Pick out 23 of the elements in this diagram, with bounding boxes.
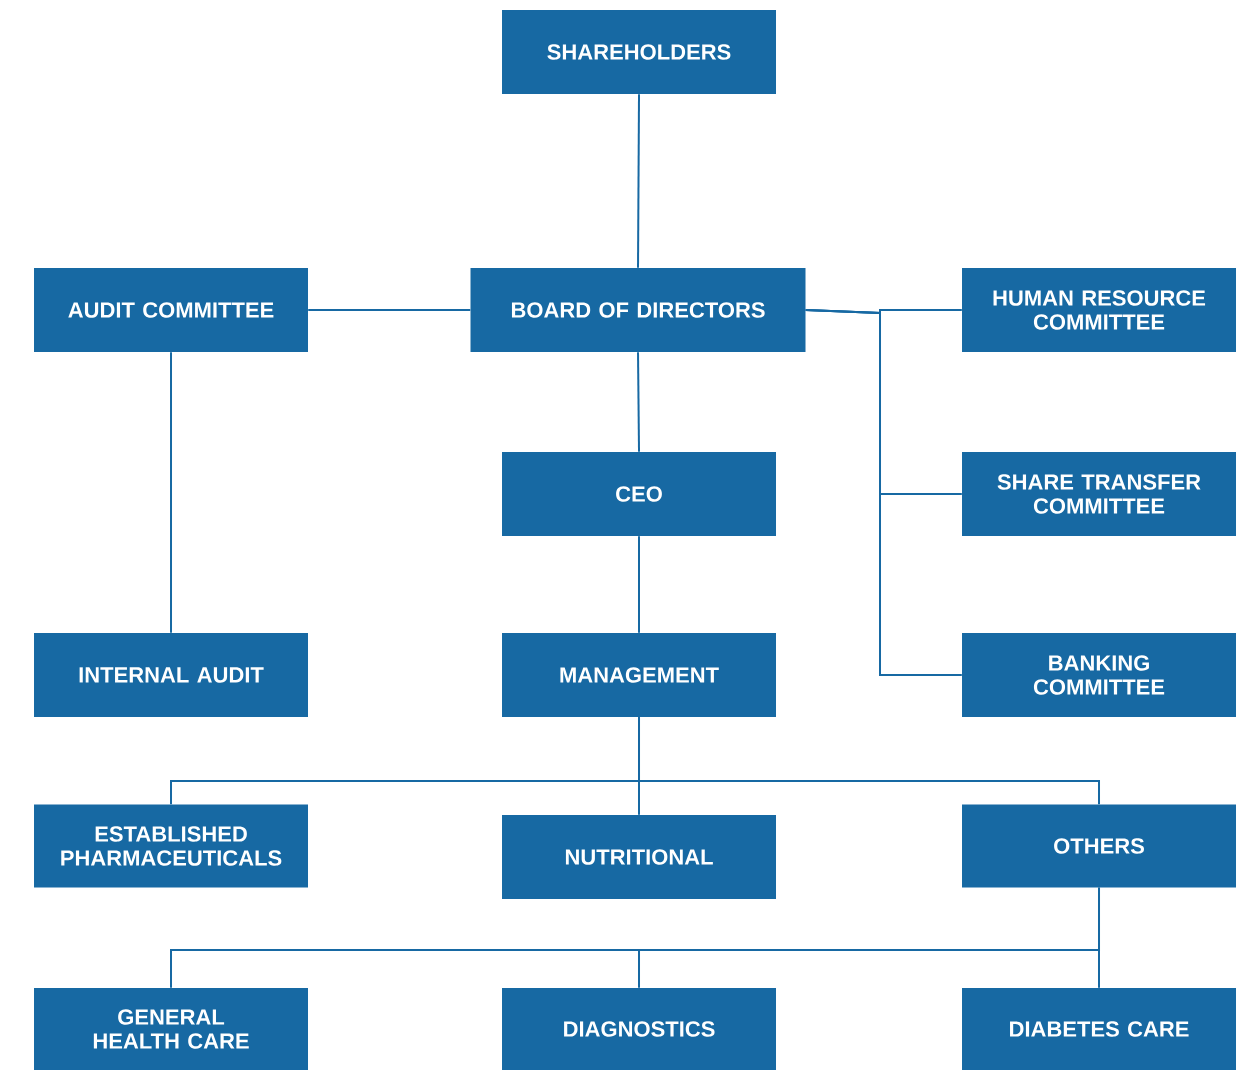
connector-line (638, 535, 640, 634)
org-box: SHARE TRANSFER COMMITTEE (962, 452, 1236, 536)
org-box: GENERAL HEALTH CARE (34, 988, 308, 1070)
org-box: INTERNAL AUDIT (34, 633, 308, 717)
org-box: HUMAN RESOURCE COMMITTEE (962, 268, 1236, 352)
connector-line (637, 93, 640, 269)
org-box: NUTRITIONAL (502, 815, 776, 899)
org-box: DIABETES CARE (962, 988, 1236, 1070)
org-box: AUDIT COMMITTEE (34, 268, 308, 352)
connector-line (638, 716, 1100, 806)
org-box: MANAGEMENT (502, 633, 776, 717)
org-box: ESTABLISHED PHARMACEUTICALS (34, 804, 308, 888)
org-box: OTHERS (962, 804, 1236, 888)
org-box: BANKING COMMITTEE (962, 633, 1236, 717)
connector-line (307, 309, 472, 311)
connector-line (170, 351, 172, 634)
connector-line (1098, 886, 1100, 989)
org-box: BOARD OF DIRECTORS (470, 268, 806, 352)
org-box: DIAGNOSTICS (502, 988, 776, 1070)
connector-line (804, 309, 963, 676)
org-box: CEO (502, 452, 776, 536)
connector-line (637, 351, 640, 453)
org-box: SHAREHOLDERS (502, 10, 776, 94)
